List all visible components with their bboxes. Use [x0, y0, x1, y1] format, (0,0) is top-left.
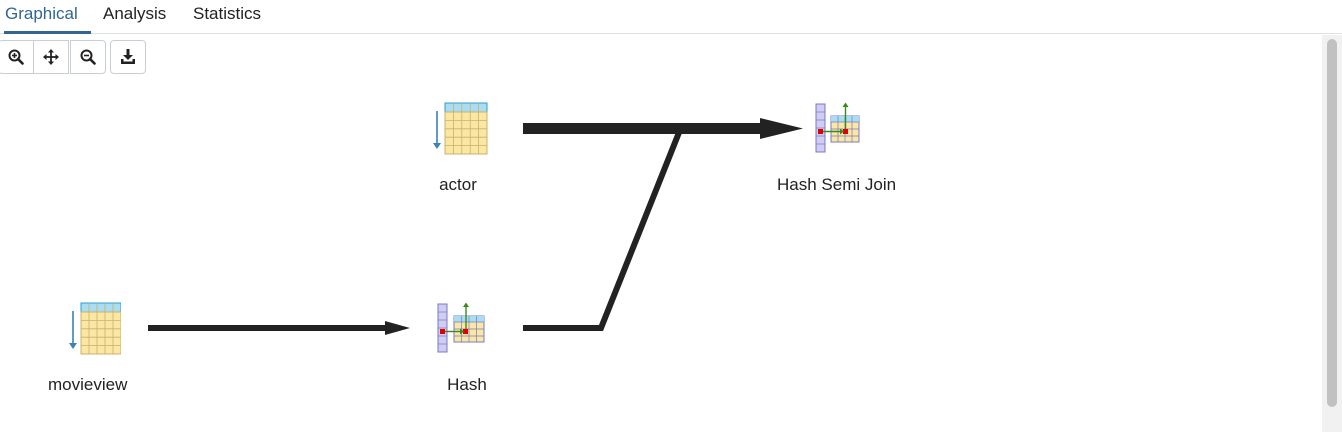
download-button[interactable] — [110, 40, 146, 74]
tab-graphical[interactable]: Graphical — [4, 0, 91, 34]
tab-analysis[interactable]: Analysis — [103, 4, 167, 23]
hash-join-icon — [807, 102, 867, 161]
plan-node-hash-semi-join[interactable]: Hash Semi Join — [777, 102, 896, 195]
edge-movieview-to-hash — [148, 321, 410, 335]
edge-actor-to-hash-semi-join — [523, 118, 803, 139]
zoom-out-icon — [80, 49, 96, 65]
plan-node-actor[interactable]: actor — [427, 102, 489, 195]
tab-statistics[interactable]: Statistics — [193, 4, 262, 23]
zoom-to-original-button[interactable] — [33, 40, 69, 74]
scrollbar-thumb[interactable] — [1327, 39, 1337, 407]
seq-scan-table-icon — [427, 102, 489, 161]
hash-icon — [435, 302, 499, 361]
vertical-scrollbar[interactable] — [1322, 35, 1342, 432]
seq-scan-table-icon — [55, 302, 122, 361]
zoom-in-icon — [8, 49, 24, 65]
zoom-in-button[interactable] — [0, 40, 34, 74]
plan-node-label: movieview — [48, 375, 128, 394]
plan-node-label: Hash Semi Join — [777, 175, 897, 194]
edge-hash-to-hash-semi-join — [523, 128, 683, 331]
plan-node-hash[interactable]: Hash — [435, 302, 499, 395]
move-arrows-icon — [43, 49, 59, 65]
tab-bar: Graphical Analysis Statistics — [0, 0, 1342, 34]
plan-node-movieview[interactable]: movieview — [48, 302, 127, 395]
plan-node-label: Hash — [447, 375, 487, 394]
plan-node-label: actor — [439, 175, 477, 194]
download-icon — [120, 49, 136, 65]
zoom-out-button[interactable] — [70, 40, 106, 74]
